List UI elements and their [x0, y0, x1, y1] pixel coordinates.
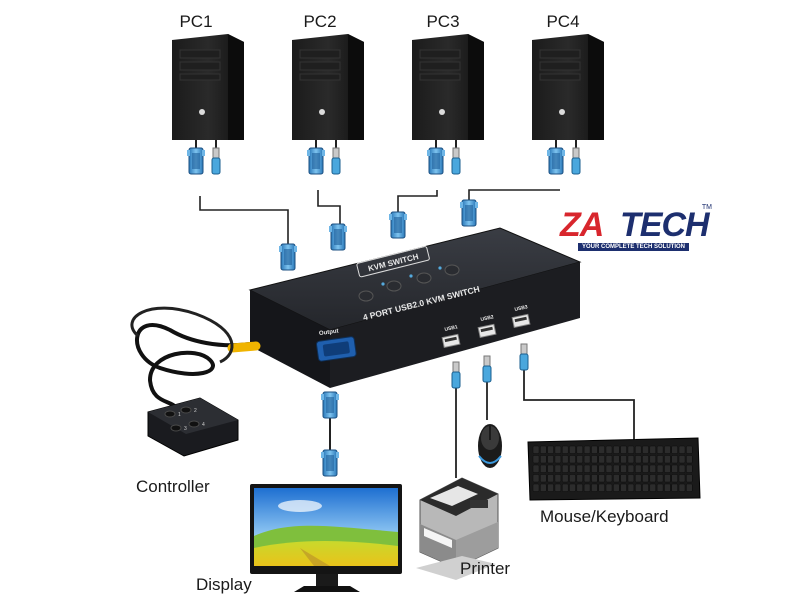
display-label: Display: [196, 575, 252, 594]
logo-tagline: YOUR COMPLETE TECH SOLUTION: [578, 243, 690, 251]
keyboard: [527, 437, 701, 501]
pc-tower-3: [412, 34, 484, 175]
kvm-button-1[interactable]: [358, 290, 374, 302]
pc-tower-2: [292, 34, 364, 175]
kvm-input-connector-4: [460, 199, 478, 227]
pc3-usb-connector: [451, 147, 461, 175]
display-connector-top: [321, 391, 339, 419]
printer: [416, 477, 499, 580]
usb-port-label-3: USB3: [514, 304, 529, 313]
mouse-usb-plug: [482, 355, 492, 383]
usb-port-label-1: USB1: [444, 324, 459, 333]
usb-port-label-2: USB2: [480, 314, 495, 323]
controller-button-2[interactable]: [180, 406, 192, 414]
controller-button-label-3: 3: [184, 426, 187, 432]
pc4-usb-connector: [571, 147, 581, 175]
kvm-input-connector-3: [389, 211, 407, 239]
controller-pad: 1 2 3 4: [147, 397, 239, 457]
display-monitor: [250, 484, 402, 592]
pc1-label: PC1: [179, 12, 212, 31]
pc-cables: [199, 189, 560, 246]
controller-button-label-1: 1: [178, 412, 181, 418]
controller-cable: [130, 306, 261, 410]
controller-button-4[interactable]: [188, 420, 200, 428]
mouse: [478, 424, 502, 468]
display-connector-bottom: [321, 449, 339, 477]
pc4-label: PC4: [546, 12, 579, 31]
kvm-output-label: Output: [319, 328, 339, 337]
pc2-usb-connector: [331, 147, 341, 175]
mouse-keyboard-label: Mouse/Keyboard: [540, 507, 669, 526]
pc2-vga-connector: [307, 147, 325, 175]
pc-tower-4: [532, 34, 604, 175]
controller-button-label-2: 2: [194, 408, 197, 414]
kvm-input-connector-1: [279, 243, 297, 271]
kvm-input-connector-2: [329, 223, 347, 251]
printer-usb-plug: [451, 361, 461, 389]
logo-trademark: TM: [701, 204, 712, 211]
zatech-logo: ZA TECH TM YOUR COMPLETE TECH SOLUTION: [560, 204, 712, 254]
kvm-switch: KVM SWITCH 4 PORT USB2.0 KVM SWITCH Outp…: [248, 227, 582, 388]
controller-button-1[interactable]: [164, 410, 176, 418]
pc1-vga-connector: [187, 147, 205, 175]
controller-label: Controller: [136, 477, 210, 496]
pc1-usb-connector: [211, 147, 221, 175]
pc3-label: PC3: [426, 12, 459, 31]
logo-brand-red: ZA: [560, 206, 604, 244]
pc3-vga-connector: [427, 147, 445, 175]
pc4-vga-connector: [547, 147, 565, 175]
printer-label: Printer: [460, 559, 510, 578]
kvm-button-4[interactable]: [444, 264, 460, 276]
display-cable: [321, 391, 339, 477]
pc-tower-1: [172, 34, 244, 175]
kvm-button-2[interactable]: [386, 280, 402, 292]
controller-button-label-4: 4: [202, 422, 205, 428]
kvm-button-3[interactable]: [416, 272, 432, 284]
controller-button-3[interactable]: [170, 424, 182, 432]
pc2-label: PC2: [303, 12, 336, 31]
logo-brand-blue: TECH: [620, 206, 710, 244]
keyboard-usb-plug: [519, 343, 529, 371]
